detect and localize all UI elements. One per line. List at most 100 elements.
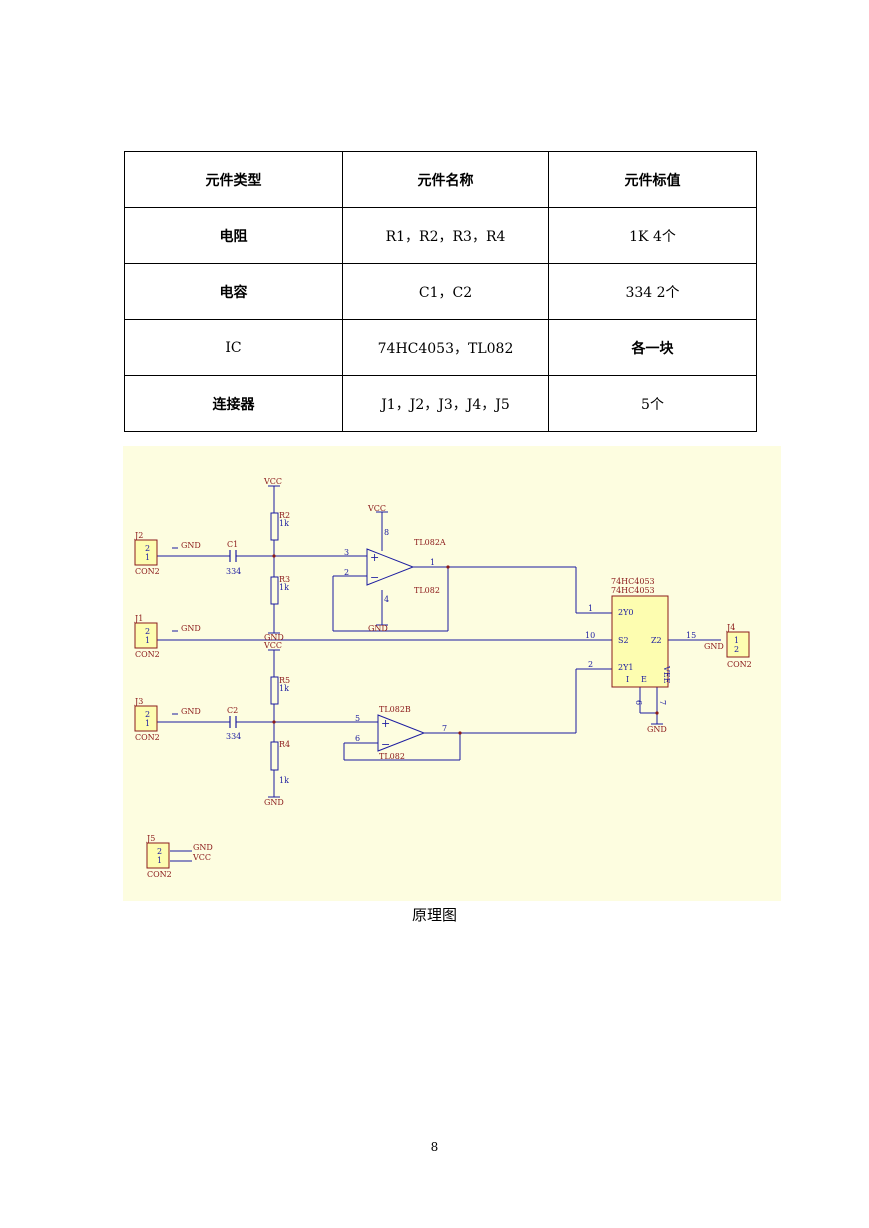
table-header-cell: 元件类型: [124, 151, 343, 208]
page-number: 8: [430, 1140, 439, 1154]
svg-text:+: +: [370, 551, 379, 564]
connector-j2: [134, 539, 158, 566]
label-con2: CON2: [135, 733, 160, 742]
svg-text:VEE: VEE: [662, 665, 671, 684]
label-con2: CON2: [147, 870, 172, 879]
svg-text:E: E: [641, 675, 647, 684]
table-header-row: 元件类型 元件名称 元件标值: [124, 151, 757, 208]
label-gnd: GND: [368, 624, 388, 633]
svg-text:7: 7: [442, 724, 447, 733]
table-row: 电阻 R1，R2，R3，R4 1K 4个: [124, 207, 757, 264]
svg-text:8: 8: [384, 528, 389, 537]
opamp-signs: + − + −: [370, 551, 390, 751]
svg-text:6: 6: [355, 734, 360, 743]
label-c1: C1: [227, 540, 238, 549]
svg-text:2: 2: [157, 847, 162, 856]
label-j3: J3: [134, 697, 143, 706]
resistor-r3: [270, 576, 279, 605]
table-cell: 5个: [548, 375, 757, 432]
figure-caption: 原理图: [411, 906, 457, 924]
label-opamp-a: TL082A: [414, 538, 446, 547]
label-j2: J2: [134, 531, 143, 540]
opamps: [366, 548, 426, 752]
svg-text:1: 1: [145, 719, 150, 728]
mux-74hc4053: [611, 595, 669, 688]
label-mux-name: 74HC4053: [611, 586, 655, 595]
table-cell: C1，C2: [342, 263, 549, 320]
connector-j3: [134, 705, 158, 732]
schematic-labels: VCC VCC VCC VCC GND GND GND GND GND GND …: [134, 477, 752, 879]
svg-text:2Y0: 2Y0: [618, 608, 633, 617]
label-gnd: GND: [264, 633, 284, 642]
label-gnd: GND: [181, 707, 201, 716]
circuit-schematic: VCC VCC VCC VCC GND GND GND GND GND GND …: [123, 446, 781, 901]
svg-text:2: 2: [588, 660, 593, 669]
table-cell: 电阻: [124, 207, 343, 264]
svg-text:15: 15: [686, 631, 696, 640]
label-vcc: VCC: [367, 504, 386, 513]
label-vcc: VCC: [263, 641, 282, 650]
connector-j5: [146, 842, 170, 869]
parts-table: 元件类型 元件名称 元件标值 电阻 R1，R2，R3，R4 1K 4个 电容 C…: [124, 151, 757, 432]
label-vcc: VCC: [263, 477, 282, 486]
svg-text:Z2: Z2: [651, 636, 662, 645]
label-r5: R5: [279, 676, 290, 685]
label-vcc: VCC: [192, 853, 211, 862]
label-gnd: GND: [181, 624, 201, 633]
power-symbols: [268, 485, 663, 798]
label-j4: J4: [726, 623, 735, 632]
table-header-cell: 元件标值: [548, 151, 757, 208]
svg-text:6: 6: [634, 700, 643, 705]
table-cell: 各一块: [548, 319, 757, 376]
table-cell: 74HC4053，TL082: [342, 319, 549, 376]
schematic-background: [123, 446, 781, 901]
resistor-r5: [270, 676, 279, 705]
svg-text:4: 4: [384, 595, 389, 604]
svg-text:2: 2: [344, 568, 349, 577]
label-c2: C2: [227, 706, 238, 715]
resistors: [270, 512, 279, 771]
connector-j1: [134, 622, 158, 649]
label-gnd: GND: [704, 642, 724, 651]
svg-text:+: +: [381, 717, 390, 730]
label-gnd: GND: [647, 725, 667, 734]
connector-j4: [726, 631, 750, 658]
label-gnd: GND: [264, 798, 284, 807]
svg-text:2: 2: [145, 544, 150, 553]
svg-text:−: −: [381, 738, 390, 751]
wires: [157, 486, 721, 862]
table-cell: 电容: [124, 263, 343, 320]
pin-labels: 2 1 2 1 2 1 1 2 2 1 334 334 1k 1k 1k 1k …: [145, 519, 739, 865]
label-opamp-b: TL082B: [379, 705, 411, 714]
svg-text:2: 2: [145, 710, 150, 719]
svg-text:3: 3: [344, 548, 349, 557]
opamp-a: [366, 548, 415, 586]
svg-text:1k: 1k: [279, 519, 289, 528]
svg-text:7: 7: [658, 700, 667, 705]
svg-text:−: −: [370, 571, 379, 584]
svg-text:S2: S2: [618, 636, 629, 645]
label-j1: J1: [134, 614, 143, 623]
connector-boxes: [134, 539, 750, 869]
label-con2: CON2: [135, 567, 160, 576]
svg-text:5: 5: [355, 714, 360, 723]
capacitors: [229, 550, 237, 728]
table-cell: J1，J2，J3，J4，J5: [342, 375, 549, 432]
label-r4: R4: [279, 740, 290, 749]
svg-text:1k: 1k: [279, 583, 289, 592]
opamp-b: [377, 714, 426, 752]
svg-text:334: 334: [226, 732, 241, 741]
label-j5: J5: [146, 834, 155, 843]
svg-text:I: I: [626, 675, 629, 684]
resistor-r4: [270, 741, 279, 771]
label-mux-name: 74HC4053: [611, 577, 655, 586]
label-r2: R2: [279, 511, 290, 520]
svg-text:1k: 1k: [279, 684, 289, 693]
svg-text:1k: 1k: [279, 776, 289, 785]
svg-text:1: 1: [734, 636, 739, 645]
table-cell: 连接器: [124, 375, 343, 432]
svg-text:1: 1: [145, 636, 150, 645]
label-gnd: GND: [193, 843, 213, 852]
label-con2: CON2: [135, 650, 160, 659]
label-opamp-part: TL082: [414, 586, 440, 595]
